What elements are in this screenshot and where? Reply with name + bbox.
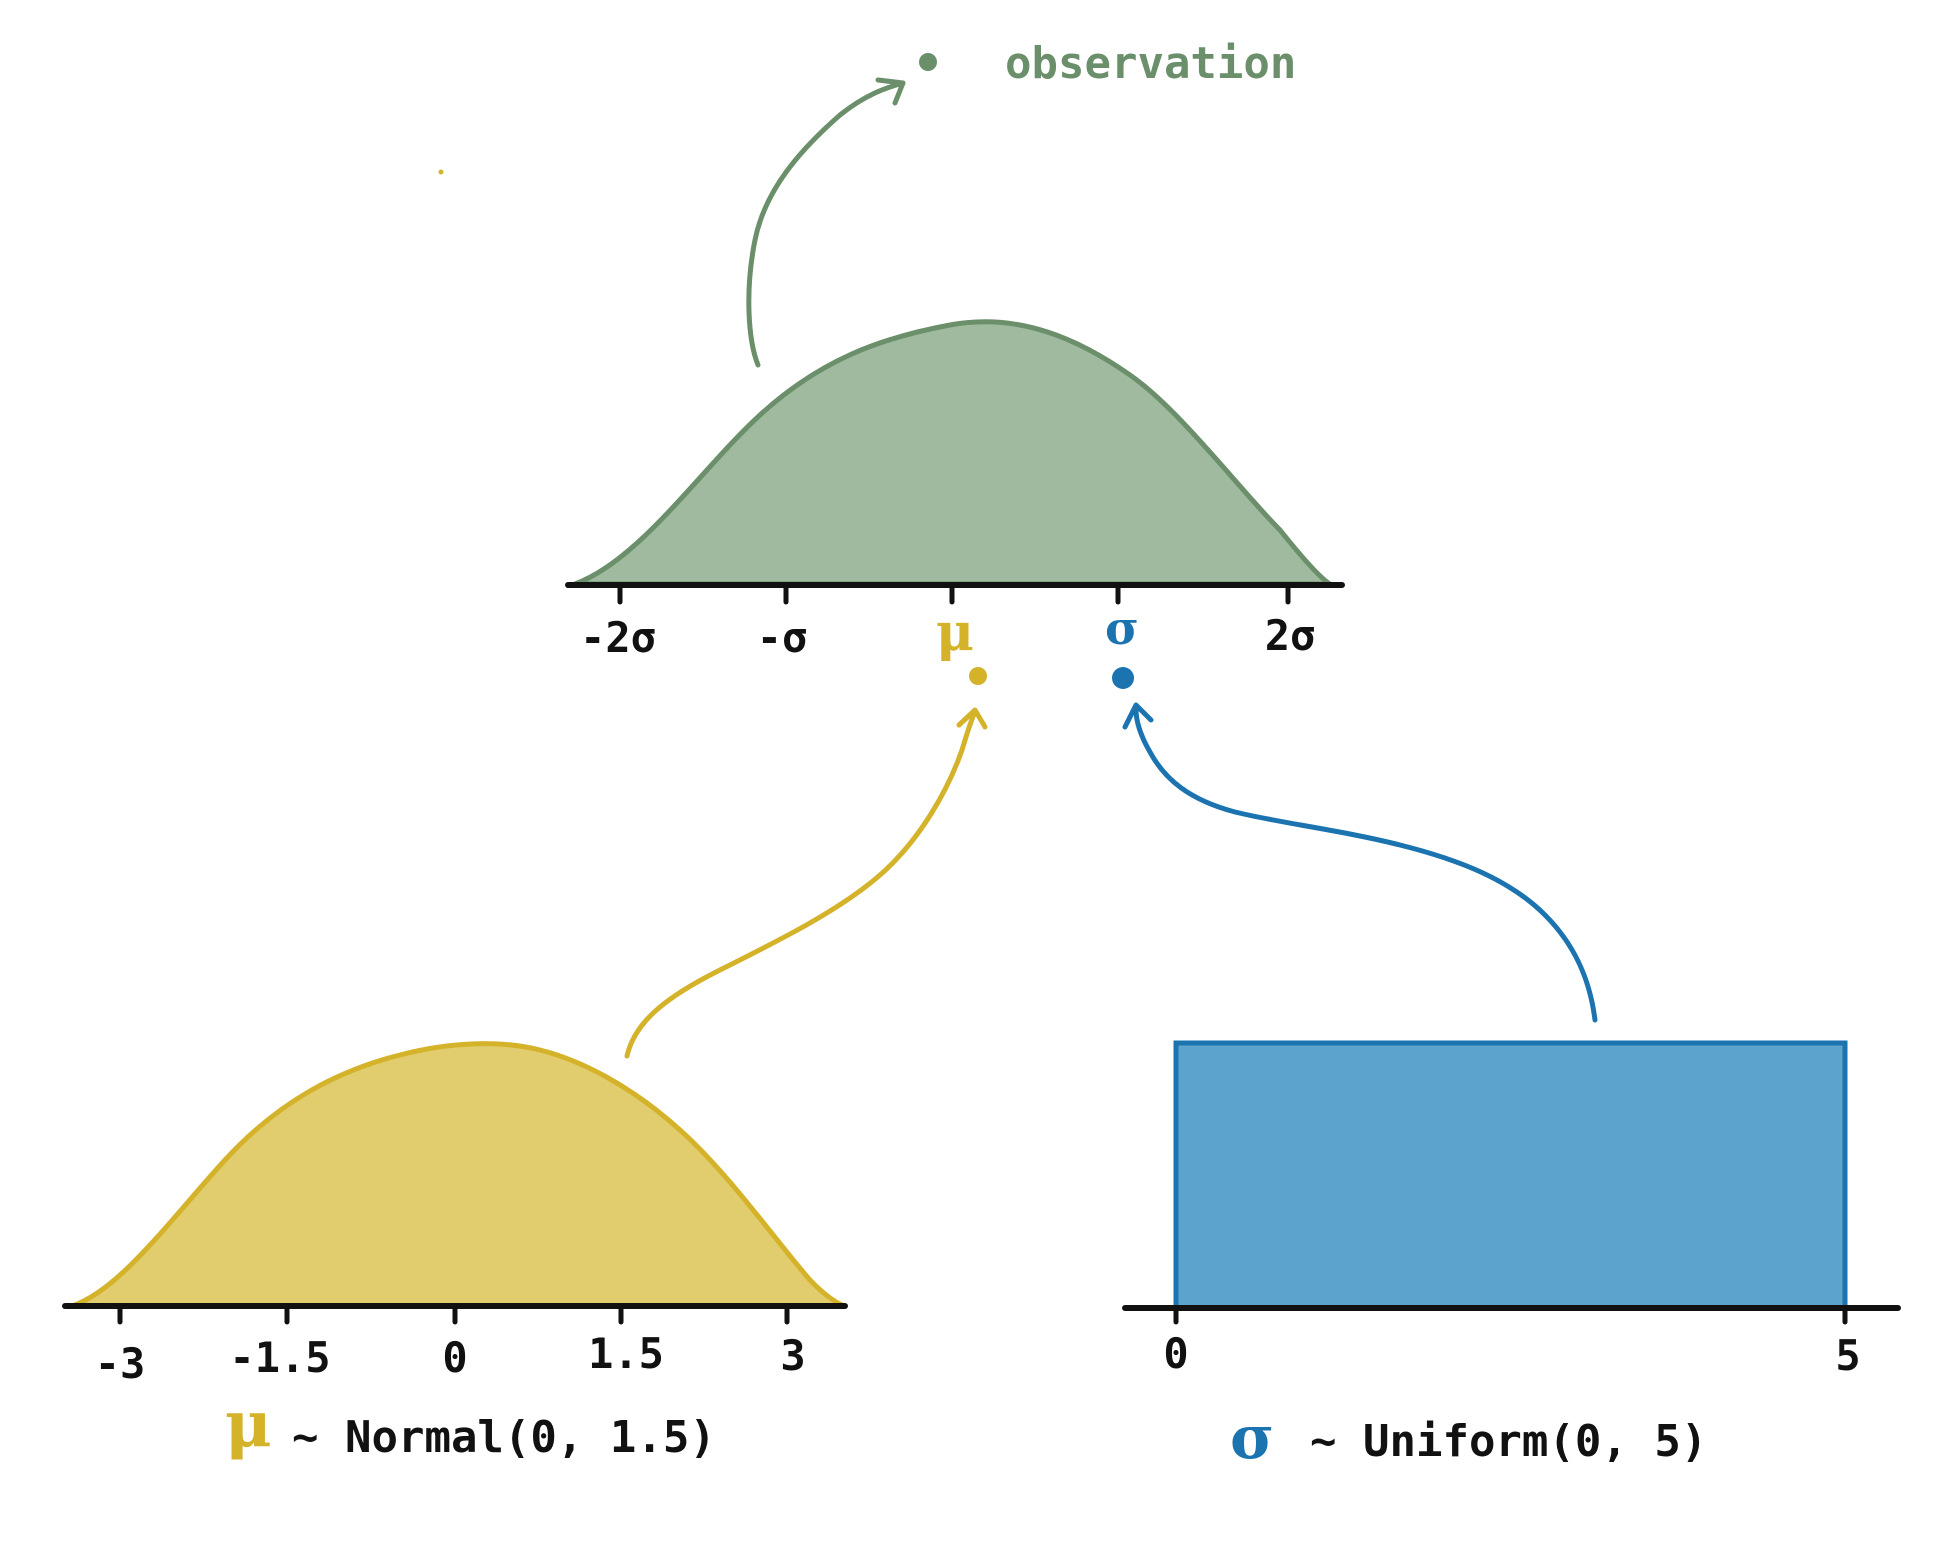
- mu-caption-text: ~ Normal(0, 1.5): [292, 1412, 716, 1463]
- observation-axis-ticks: [617, 585, 1291, 605]
- obs-tick-label-negsigma: -σ: [757, 613, 808, 662]
- observation-arrow-line: [746, 80, 906, 368]
- mu-arrowhead: [956, 707, 988, 730]
- sigma-arrow-line: [1133, 707, 1598, 1023]
- obs-tick-label-neg2sigma: -2σ: [580, 613, 656, 662]
- sigma-tick-label-0: 0: [1163, 1329, 1188, 1378]
- sigma-caption-symbol: σ: [1230, 1403, 1274, 1473]
- mu-sample-dot: [969, 667, 987, 685]
- sigma-axis-ticks: [1173, 1308, 1848, 1325]
- observation-arrowhead: [875, 77, 906, 106]
- mu-tick-label-0: 0: [442, 1333, 467, 1382]
- sigma-uniform-density: [1173, 1040, 1848, 1311]
- sigma-caption-text: ~ Uniform(0, 5): [1310, 1416, 1707, 1467]
- observation-distribution: -2σ -σ μ σ 2σ: [565, 319, 1345, 663]
- mu-density-curve: [69, 1041, 848, 1309]
- observation-dot: [919, 53, 937, 71]
- observation-arrow: [746, 77, 906, 368]
- sigma-arrow: [1122, 702, 1598, 1023]
- sigma-tick-label-5: 5: [1835, 1331, 1860, 1380]
- obs-tick-label-2sigma: 2σ: [1265, 611, 1316, 660]
- mu-arrow-line: [624, 709, 978, 1059]
- mu-tick-label-1.5: 1.5: [588, 1329, 664, 1378]
- mu-axis-ticks: [117, 1306, 790, 1325]
- sigma-prior-distribution: 0 5: [1122, 1040, 1901, 1380]
- mu-tick-label-neg3: -3: [95, 1339, 146, 1388]
- mu-tick-label-3: 3: [780, 1331, 805, 1380]
- mu-tick-label-neg1.5: -1.5: [229, 1333, 330, 1382]
- sigma-arrowhead: [1122, 702, 1154, 730]
- mu-arrow: [624, 707, 988, 1059]
- observation-density-curve: [572, 319, 1333, 587]
- obs-tick-label-sigma: σ: [1105, 601, 1139, 655]
- obs-tick-label-mu: μ: [936, 602, 974, 663]
- observation-label: observation: [1005, 38, 1296, 89]
- mu-caption-symbol: μ: [225, 1387, 272, 1462]
- sigma-sample-dot: [1112, 667, 1134, 689]
- mu-prior-distribution: -3 -1.5 0 1.5 3: [62, 1041, 848, 1388]
- stray-dot: [438, 169, 444, 175]
